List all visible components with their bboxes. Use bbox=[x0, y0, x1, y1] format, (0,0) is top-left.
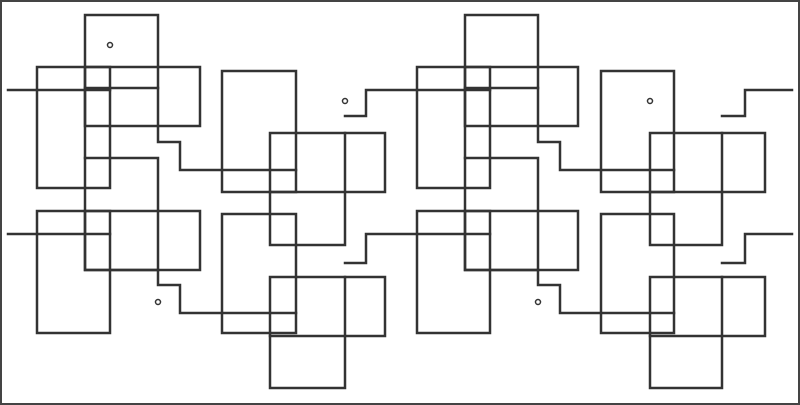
marker-circle bbox=[534, 298, 542, 306]
motif-upper-left-a-repeat bbox=[415, 13, 676, 335]
motif-middle-b bbox=[220, 69, 492, 390]
connector-upper bbox=[648, 131, 724, 247]
stair-line-top bbox=[156, 86, 298, 172]
stair-line-bottom bbox=[536, 268, 676, 315]
marker-circle bbox=[154, 298, 162, 306]
stair-line-top bbox=[343, 88, 492, 118]
square-top-wide bbox=[268, 131, 387, 194]
motif-upper-left-a bbox=[6, 13, 298, 335]
square-bottom-wide bbox=[648, 275, 767, 338]
motif-right-b bbox=[599, 69, 794, 390]
marker-circle bbox=[341, 97, 349, 105]
square-top-wide bbox=[648, 131, 767, 194]
square-bottom-tall bbox=[220, 212, 298, 335]
square-bottom-wide bbox=[268, 275, 387, 338]
stair-line-bottom bbox=[343, 232, 492, 265]
stair-line-bottom bbox=[156, 268, 298, 315]
connector-upper bbox=[268, 131, 347, 247]
stair-line-top bbox=[720, 88, 794, 118]
connector-lower bbox=[648, 275, 724, 390]
marker-circle bbox=[646, 97, 654, 105]
square-lower-right bbox=[463, 209, 580, 272]
connector-lower bbox=[268, 275, 347, 390]
marker-circle bbox=[106, 41, 114, 49]
stair-line-top bbox=[536, 86, 676, 172]
stair-line-bottom bbox=[720, 232, 794, 265]
square-lower-right bbox=[83, 209, 202, 272]
